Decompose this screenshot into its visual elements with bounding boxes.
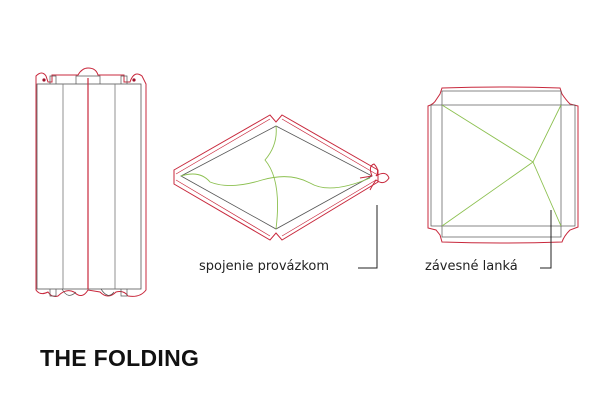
folded-tray-with-string [173,114,390,269]
hook-dot [42,78,46,82]
unfolded-box [35,67,147,297]
leader-line [540,210,552,269]
leader-line [358,205,378,269]
hanging-square-tray [427,86,579,269]
label-string-joint: spojenie provázkom [199,259,329,274]
page-title: THE FOLDING [40,345,200,371]
hook-dot [132,78,136,82]
label-hanging-loops: závesné lanká [425,259,518,274]
